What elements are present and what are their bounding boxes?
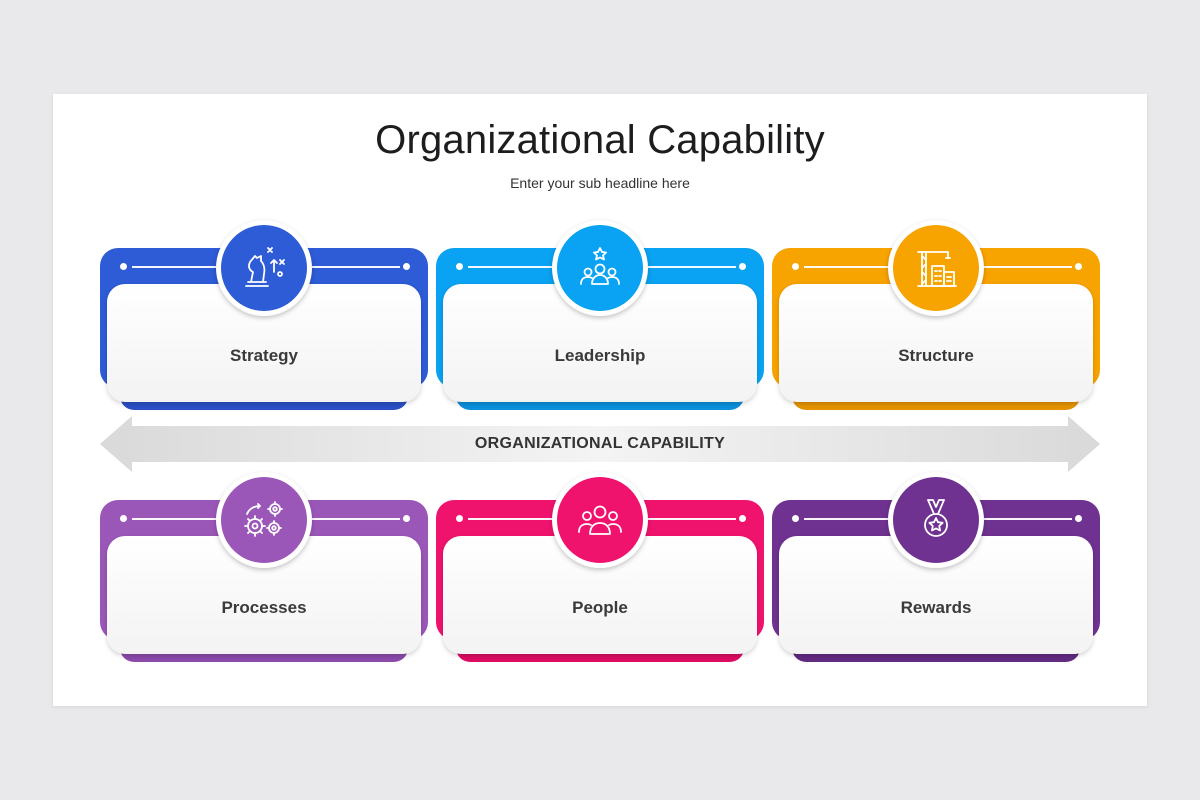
band-line [984, 518, 1072, 520]
double-arrow [100, 416, 1100, 472]
band-line [648, 518, 736, 520]
card-structure: Structure [772, 220, 1100, 414]
people-group-icon [578, 505, 622, 535]
band-line [132, 266, 218, 268]
card-label: Strategy [229, 346, 299, 365]
band-line [648, 266, 736, 268]
medal-icon [924, 499, 948, 537]
band-dot [120, 515, 127, 522]
band-dot [792, 515, 799, 522]
band-dot [1075, 515, 1082, 522]
icon-circle [888, 220, 984, 316]
card-rewards: Rewards [772, 472, 1100, 666]
card-label: Leadership [554, 346, 646, 365]
icon-circle [216, 472, 312, 568]
band-dot [1075, 263, 1082, 270]
card-label: Rewards [900, 598, 972, 617]
band-dot [739, 515, 746, 522]
band-dot [120, 263, 127, 270]
card-label: Structure [898, 346, 974, 365]
card-processes: Processes [100, 472, 428, 666]
band-line [984, 266, 1072, 268]
band-dot [403, 263, 410, 270]
building-crane-icon [917, 251, 957, 287]
band-line [804, 266, 890, 268]
band-line [132, 518, 218, 520]
band-dot [456, 263, 463, 270]
icon-circle [888, 472, 984, 568]
leader-group-icon [580, 247, 620, 285]
card-label: Processes [221, 598, 307, 617]
band-line [468, 266, 554, 268]
band-dot [792, 263, 799, 270]
band-dot [403, 515, 410, 522]
page-subtitle: Enter your sub headline here [510, 175, 690, 191]
band-dot [739, 263, 746, 270]
gears-icon [244, 501, 283, 537]
band-dot [456, 515, 463, 522]
card-people: People [436, 472, 764, 666]
chess-strategy-icon [245, 247, 285, 287]
card-leadership: Leadership [436, 220, 764, 414]
band-line [804, 518, 890, 520]
arrow-label: ORGANIZATIONAL CAPABILITY [474, 435, 726, 452]
card-strategy: Strategy [100, 220, 428, 414]
card-label: People [572, 598, 628, 617]
icon-circle [216, 220, 312, 316]
page-title: Organizational Capability [375, 118, 825, 162]
icon-circle [552, 472, 648, 568]
icon-circle [552, 220, 648, 316]
band-line [468, 518, 554, 520]
band-line [312, 266, 400, 268]
band-line [312, 518, 400, 520]
